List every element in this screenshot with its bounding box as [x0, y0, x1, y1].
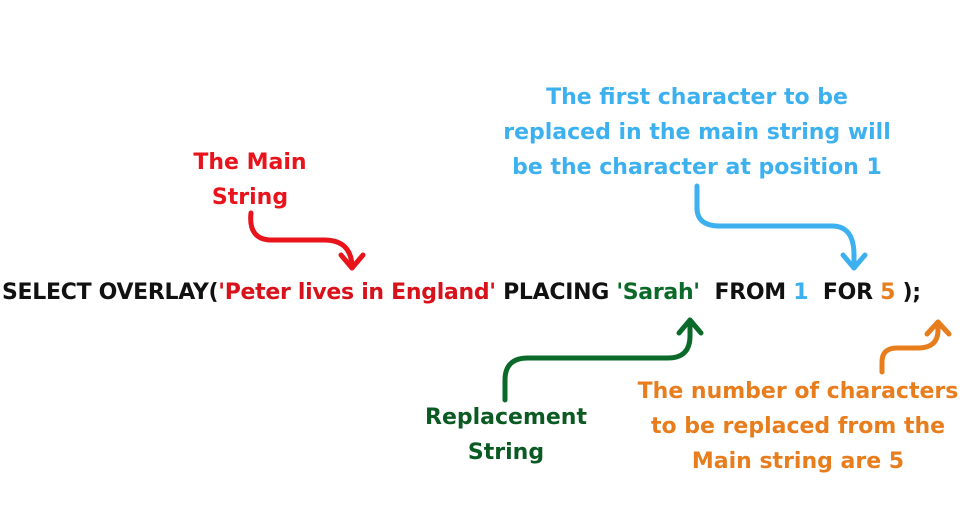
green-arrow	[502, 317, 704, 403]
character-count-annotation-line-3: Main string are 5	[691, 449, 905, 474]
replacement-string-annotation-line-1: Replacement	[425, 405, 587, 430]
character-count-annotation: The number of characters to be replaced …	[618, 374, 975, 479]
orange-arrow	[879, 319, 952, 375]
sql-prefix: SELECT OVERLAY(	[2, 280, 219, 305]
sql-from-value: 1	[793, 280, 809, 305]
sql-from-keyword: FROM	[699, 280, 794, 305]
sql-suffix: );	[895, 280, 921, 305]
sql-replacement-string: 'Sarah'	[616, 280, 700, 305]
sql-for-keyword: FOR	[808, 280, 881, 305]
first-character-annotation: The first character to be replaced in th…	[482, 80, 912, 185]
sql-placing-keyword: PLACING	[495, 280, 617, 305]
sql-main-string: 'Peter lives in England'	[218, 280, 496, 305]
character-count-annotation-line-2: to be replaced from the	[650, 414, 946, 439]
main-string-annotation: The Main String	[148, 145, 352, 215]
replacement-string-annotation-line-2: String	[467, 440, 545, 465]
main-string-annotation-line-2: String	[211, 185, 289, 210]
blue-arrow	[694, 183, 868, 271]
main-string-annotation-line-1: The Main	[193, 150, 307, 175]
sql-for-value: 5	[880, 280, 896, 305]
first-character-annotation-line-2: replaced in the main string will	[503, 120, 891, 145]
red-arrow	[248, 210, 366, 271]
first-character-annotation-line-1: The first character to be	[546, 85, 848, 110]
character-count-annotation-line-1: The number of characters	[637, 379, 959, 404]
first-character-annotation-line-3: be the character at position 1	[512, 155, 882, 180]
sql-statement: SELECT OVERLAY('Peter lives in England' …	[2, 274, 921, 312]
replacement-string-annotation: Replacement String	[400, 400, 612, 470]
